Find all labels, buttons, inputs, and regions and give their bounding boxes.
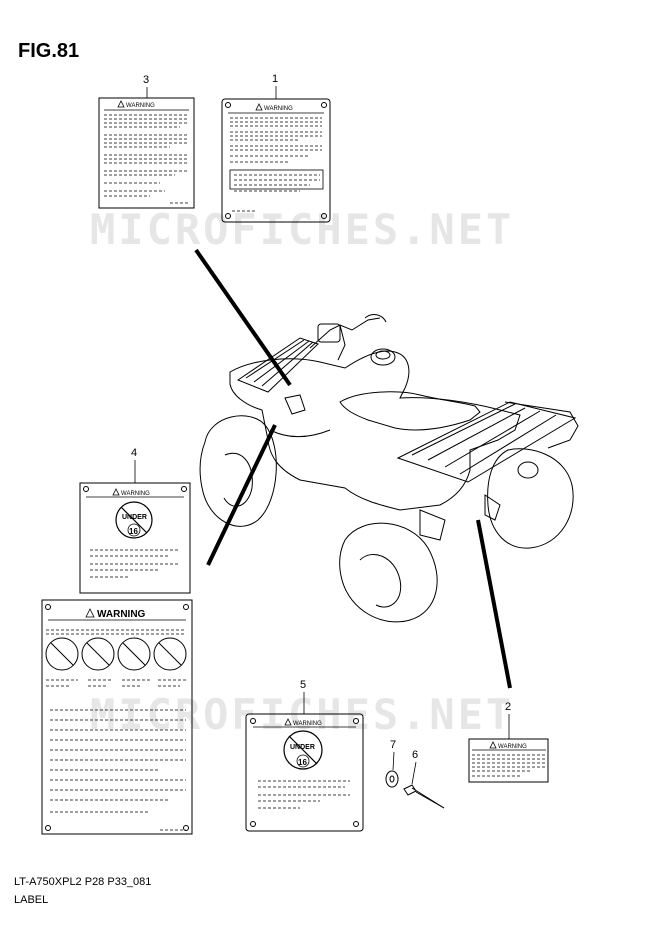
label-1-warning-text: WARNING	[264, 106, 293, 112]
leader-lines	[194, 248, 512, 689]
callout-6: 6	[412, 749, 419, 761]
atv-illustration	[199, 314, 579, 623]
callout-4: 4	[131, 447, 138, 459]
callout-1: 1	[272, 73, 279, 85]
label-5-sticker	[245, 713, 364, 832]
label-4-age-text: 16	[129, 527, 138, 536]
label-1-sticker	[221, 98, 331, 223]
label-5-age-text: 16	[298, 758, 307, 767]
callout-2: 2	[505, 701, 512, 713]
label-2-warning-text: WARNING	[498, 744, 527, 750]
label-5-warning-text: WARNING	[293, 721, 322, 727]
callout-7: 7	[390, 739, 397, 751]
large-label-warning-text: WARNING	[97, 609, 146, 620]
callout-ticks	[134, 86, 510, 785]
label-4-warning-text: WARNING	[121, 491, 150, 497]
callout-5: 5	[300, 679, 307, 691]
figure-title: FIG.81	[18, 40, 80, 62]
label-2-sticker	[468, 738, 549, 783]
model-code: LT-A750XPL2 P28 P33_081	[14, 876, 152, 888]
washer-part-7	[385, 770, 399, 788]
label-4-sticker	[79, 482, 191, 594]
label-5-under-text: UNDER	[290, 744, 315, 751]
label-3-warning-text: WARNING	[126, 103, 155, 109]
watermark-top: MICROFICHES.NET	[90, 205, 515, 254]
label-3-sticker	[98, 97, 195, 209]
large-warning-sticker	[41, 599, 193, 835]
label-4-under-text: UNDER	[122, 514, 147, 521]
callout-3: 3	[143, 74, 150, 86]
section-label: LABEL	[14, 894, 49, 906]
screw-part-6	[403, 784, 445, 809]
